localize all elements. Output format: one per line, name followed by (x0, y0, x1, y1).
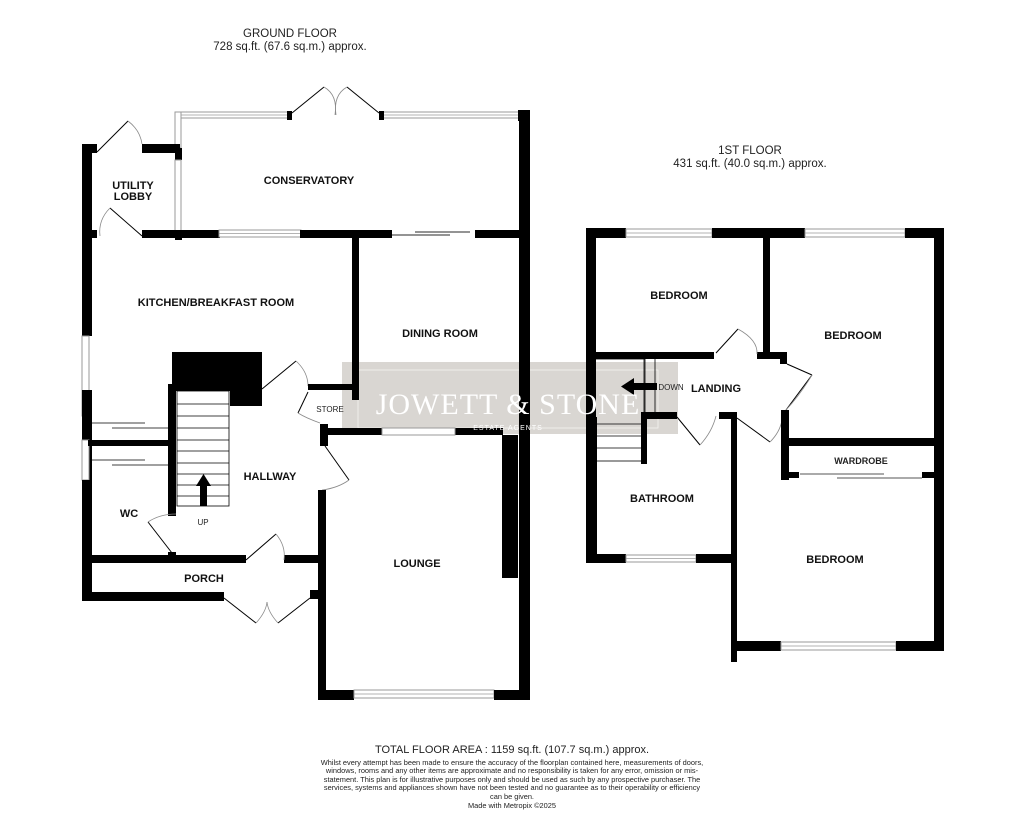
conservatory-top-windows (177, 110, 530, 121)
ground-floor-title: GROUND FLOOR (243, 28, 337, 40)
watermark (342, 362, 678, 434)
label-hallway: HALLWAY (244, 471, 297, 483)
first-floor-area: 431 sq.ft. (40.0 sq.m.) approx. (673, 158, 827, 170)
ground-floor-area: 728 sq.ft. (67.6 sq.m.) approx. (213, 41, 367, 53)
label-utility-lobby-line1: UTILITY (112, 180, 154, 192)
watermark-name: JOWETT & STONE (376, 388, 641, 421)
conservatory-french-doors (291, 86, 380, 116)
stairs-down-arrow-icon (621, 378, 657, 395)
first-floor-plan (586, 228, 944, 662)
stairs-up-arrow-icon (196, 474, 211, 506)
label-stairs-down: DOWN (658, 383, 684, 392)
first-floor-title: 1ST FLOOR (718, 145, 782, 157)
watermark-subtitle: ESTATE AGENTS (473, 425, 543, 432)
label-store: STORE (316, 405, 343, 414)
disclaimer: Whilst every attempt has been made to en… (320, 758, 704, 801)
label-bedroom-3: BEDROOM (806, 554, 863, 566)
label-lounge: LOUNGE (393, 558, 440, 570)
label-conservatory: CONSERVATORY (264, 175, 355, 187)
label-landing: LANDING (691, 383, 741, 395)
label-bedroom-2: BEDROOM (824, 330, 881, 342)
label-stairs-up: UP (197, 518, 208, 527)
footer: TOTAL FLOOR AREA : 1159 sq.ft. (107.7 sq… (320, 744, 704, 810)
total-floor-area: TOTAL FLOOR AREA : 1159 sq.ft. (107.7 sq… (374, 744, 650, 756)
label-bedroom-1: BEDROOM (650, 290, 707, 302)
ground-floor-plan (81, 86, 530, 700)
label-dining-room: DINING ROOM (402, 328, 478, 340)
first-floor-heading: 1ST FLOOR 431 sq.ft. (40.0 sq.m.) approx… (640, 145, 860, 171)
ground-floor-heading: GROUND FLOOR 728 sq.ft. (67.6 sq.m.) app… (180, 28, 400, 54)
watermark-background (342, 362, 678, 434)
credit: Made with Metropix ©2025 (467, 801, 557, 811)
label-porch: PORCH (184, 573, 224, 585)
label-kitchen-breakfast-room: KITCHEN/BREAKFAST ROOM (138, 297, 294, 309)
label-wardrobe: WARDROBE (834, 456, 888, 466)
label-utility-lobby-line2: LOBBY (114, 191, 153, 203)
label-bathroom: BATHROOM (630, 493, 694, 505)
label-wc: WC (120, 508, 138, 520)
